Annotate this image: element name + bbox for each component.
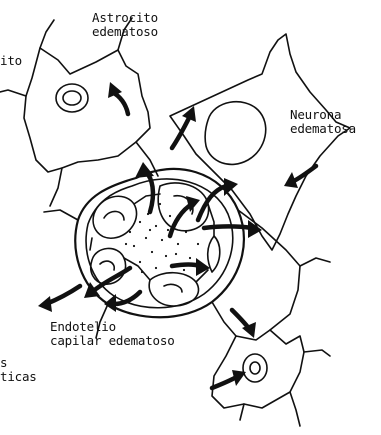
endotelio-label-line-2: capilar edematoso bbox=[50, 334, 175, 348]
astrocyte-nucleus bbox=[56, 84, 88, 112]
left-edge-label-bottom: s ticas bbox=[0, 356, 37, 384]
left-edge-label-bottom-line-1: s bbox=[0, 356, 37, 370]
astrocito-label-line-1: Astrocito bbox=[92, 11, 158, 25]
neurona-label-line-2: edematosa bbox=[290, 122, 356, 136]
endotelio-label-line-1: Endotelio bbox=[50, 320, 175, 334]
left-edge-label-top: ito bbox=[0, 54, 22, 68]
left-edge-label-bottom-line-2: ticas bbox=[0, 370, 37, 384]
neuron-nucleus bbox=[205, 102, 266, 165]
endotelio-label: Endotelio capilar edematoso bbox=[50, 320, 175, 348]
left-edge-label-top-line-1: ito bbox=[0, 54, 22, 68]
astrocito-label-line-2: edematoso bbox=[92, 25, 158, 39]
neurona-label: Neurona edematosa bbox=[290, 108, 356, 136]
neurona-label-line-1: Neurona bbox=[290, 108, 356, 122]
lower-right-nucleus bbox=[243, 354, 267, 382]
astrocito-label: Astrocito edematoso bbox=[92, 11, 158, 39]
